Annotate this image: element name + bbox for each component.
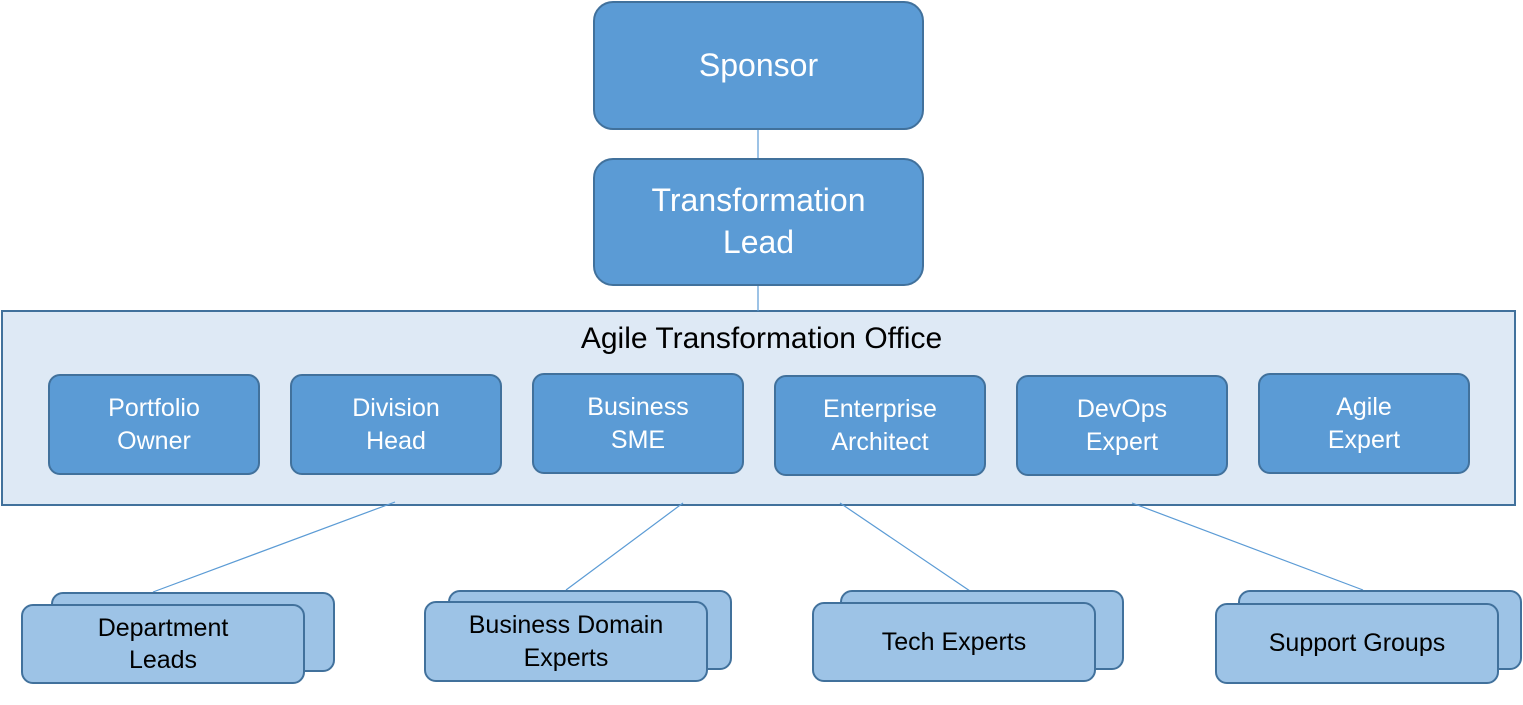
group-support-groups: Support Groups (1215, 603, 1499, 684)
connector-enterprise-tech (839, 502, 971, 592)
group-business-domain-experts: Business Domain Experts (424, 601, 708, 682)
office-title: Agile Transformation Office (580, 322, 943, 355)
role-enterprise-architect: Enterprise Architect (774, 375, 986, 476)
role-agile-expert: Agile Expert (1258, 373, 1470, 474)
role-division-head: Division Head (290, 374, 502, 475)
group-tech-experts: Tech Experts (812, 602, 1096, 682)
connector-business-domain (565, 502, 684, 591)
role-business-sme: Business SME (532, 373, 744, 474)
group-department-leads: Department Leads (21, 604, 305, 684)
connector-division-dept (152, 501, 396, 593)
connector-devops-support (1131, 502, 1364, 591)
sponsor-box: Sponsor (593, 1, 924, 130)
role-portfolio-owner: Portfolio Owner (48, 374, 260, 475)
role-devops-expert: DevOps Expert (1016, 375, 1228, 476)
transformation-lead-box: Transformation Lead (593, 158, 924, 286)
